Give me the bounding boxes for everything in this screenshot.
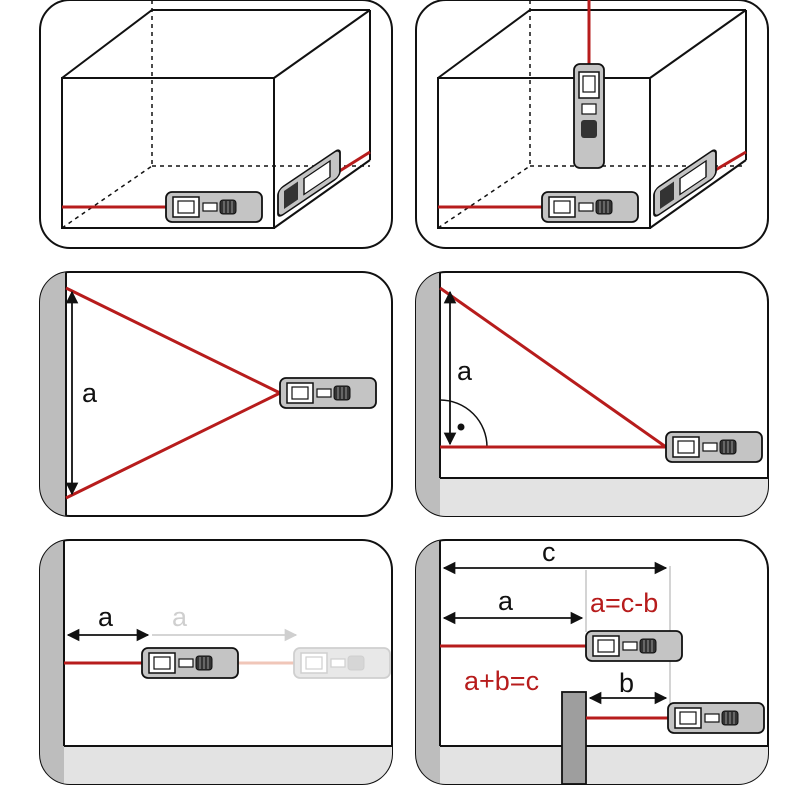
laser-device-vertical xyxy=(573,63,605,169)
laser-device-ghost xyxy=(293,647,391,679)
laser-device xyxy=(165,191,263,223)
floor xyxy=(440,478,768,516)
label-c: c xyxy=(542,537,556,567)
laser-beam xyxy=(65,286,281,395)
laser-device-side xyxy=(277,149,341,217)
laser-device xyxy=(541,191,639,223)
laser-device-lower xyxy=(667,702,765,734)
label-a: a xyxy=(457,356,473,386)
panel-addition: a a xyxy=(39,539,393,785)
right-angle-dot xyxy=(457,423,465,431)
formula-a-equals-c-minus-b: a=c-b xyxy=(590,588,658,618)
laser-device-side xyxy=(653,149,717,217)
laser-beam xyxy=(711,150,747,174)
box-top-edge xyxy=(61,9,370,79)
laser-device xyxy=(665,431,763,463)
label-a: a xyxy=(98,602,114,632)
laser-beam xyxy=(65,391,281,500)
label-a: a xyxy=(498,586,514,616)
box-top-edge xyxy=(437,9,746,79)
wall xyxy=(40,272,66,516)
label-b: b xyxy=(619,668,634,698)
laser-beam xyxy=(439,286,667,449)
obstacle-post xyxy=(561,691,587,784)
formula-a-plus-b-equals-c: a+b=c xyxy=(464,666,539,696)
label-a: a xyxy=(82,378,98,408)
floor xyxy=(440,746,768,784)
box-edge xyxy=(273,9,371,79)
box-edge xyxy=(273,159,371,229)
box-front-face xyxy=(61,77,275,229)
panel-triangle: a xyxy=(39,271,393,517)
panel-subtraction: c a b a=c-b a+b=c xyxy=(415,537,769,785)
hidden-edge xyxy=(61,165,153,229)
laser-device xyxy=(141,647,239,679)
box-edge xyxy=(649,9,747,79)
label-ghost-a: a xyxy=(172,602,188,632)
hidden-edge xyxy=(437,165,531,229)
laser-device xyxy=(279,377,377,409)
box-edge xyxy=(649,159,747,229)
box-front-face xyxy=(437,77,651,229)
panel-right-angle: a xyxy=(415,271,769,517)
panel-corner-room-vertical xyxy=(415,0,769,249)
laser-device-upper xyxy=(585,630,683,662)
wall xyxy=(416,272,440,516)
floor xyxy=(64,746,392,784)
wall xyxy=(416,540,440,784)
panel-corner-room xyxy=(39,0,393,249)
laser-beam xyxy=(337,150,371,174)
wall xyxy=(40,540,64,784)
